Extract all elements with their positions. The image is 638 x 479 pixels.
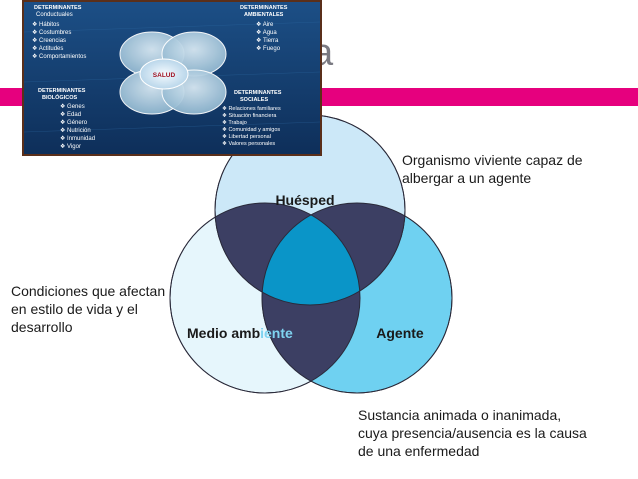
- sociales-item: ❖ Relaciones familiares: [222, 106, 281, 112]
- environment-description-line: desarrollo: [11, 319, 73, 335]
- environment-label: Medio ambiente: [187, 325, 293, 341]
- biologicos-item: ❖ Vigor: [60, 144, 81, 150]
- biologicos-item: ❖ Edad: [60, 112, 81, 118]
- agent-description-line: de una enfermedad: [358, 443, 480, 459]
- health-determinants-graphic: SALUD DETERMINANTES Conductuales ❖ Hábit…: [24, 2, 320, 154]
- sociales-item: ❖ Libertad personal: [222, 134, 271, 140]
- ambientales-item: ❖ Agua: [256, 30, 277, 36]
- biologicos-title: BIOLÓGICOS: [42, 93, 77, 101]
- agent-description: Sustancia animada o inanimada, cuya pres…: [358, 406, 587, 460]
- sociales-title: SOCIALES: [240, 97, 268, 103]
- biologicos-title: DETERMINANTES: [38, 88, 86, 94]
- environment-description-line: en estilo de vida y el: [11, 301, 138, 317]
- conductuales-item: ❖ Costumbres: [32, 30, 71, 36]
- ambientales-item: ❖ Fuego: [256, 46, 281, 52]
- host-description-line: albergar a un agente: [402, 170, 532, 186]
- biologicos-item: ❖ Nutrición: [60, 128, 91, 134]
- salud-core: [139, 58, 189, 90]
- sociales-item: ❖ Situación financiera: [222, 113, 277, 119]
- host-description: Organismo viviente capaz de albergar a u…: [402, 151, 583, 187]
- biologicos-item: ❖ Inmunidad: [60, 136, 95, 142]
- sociales-item: ❖ Comunidad y amigos: [222, 127, 280, 133]
- sociales-item: ❖ Valores personales: [222, 141, 275, 147]
- biologicos-item: ❖ Género: [60, 120, 88, 126]
- sociales-item: ❖ Trabajo: [222, 120, 247, 126]
- agent-description-line: Sustancia animada o inanimada,: [358, 407, 562, 423]
- ambientales-item: ❖ Aire: [256, 22, 274, 28]
- conductuales-item: ❖ Comportamientos: [32, 54, 86, 60]
- conductuales-title: Conductuales: [36, 12, 73, 18]
- biologicos-item: ❖ Genes: [60, 104, 85, 110]
- environment-description: Condiciones que afectan en estilo de vid…: [11, 282, 165, 336]
- salud-label: SALUD: [153, 72, 176, 79]
- host-label: Huésped: [275, 192, 334, 208]
- ambientales-item: ❖ Tierra: [256, 38, 279, 44]
- agent-description-line: cuya presencia/ausencia es la causa: [358, 425, 587, 441]
- conductuales-title: DETERMINANTES: [34, 5, 82, 11]
- sociales-title: DETERMINANTES: [234, 90, 282, 96]
- ambientales-title: AMBIENTALES: [244, 12, 284, 18]
- environment-label-part-a: Medio amb: [187, 325, 260, 341]
- environment-label-part-b: iente: [260, 325, 293, 341]
- agent-label: Agente: [376, 325, 424, 341]
- environment-description-line: Condiciones que afectan: [11, 283, 166, 299]
- conductuales-item: ❖ Actitudes: [32, 46, 63, 52]
- conductuales-item: ❖ Hábitos: [32, 22, 59, 28]
- ambientales-title: DETERMINANTES: [240, 5, 288, 11]
- conductuales-item: ❖ Creencias: [32, 38, 66, 44]
- host-description-line: Organismo viviente capaz de: [402, 152, 583, 168]
- health-determinants-image: SALUD DETERMINANTES Conductuales ❖ Hábit…: [22, 0, 322, 156]
